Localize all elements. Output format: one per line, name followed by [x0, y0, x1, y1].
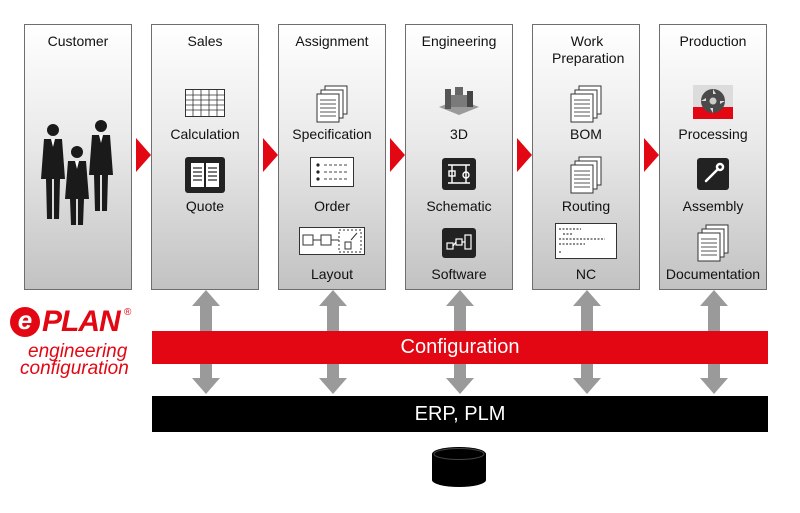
calculation-label: Calculation: [170, 126, 240, 142]
order-label: Order: [314, 198, 350, 214]
3d-model-icon: [439, 87, 479, 115]
stage-production: Production Processing Assembly Documenta…: [659, 24, 767, 290]
stage-title: Assignment: [295, 33, 369, 49]
stage-title: Customer: [47, 33, 109, 49]
configuration-band: Configuration: [152, 331, 768, 364]
routing-label: Routing: [561, 198, 611, 214]
documentation-icon: [697, 224, 729, 262]
eplan-logo: e PLAN ®: [10, 305, 132, 345]
specification-label: Specification: [292, 126, 372, 142]
stage-title: Production: [679, 33, 747, 49]
logo-plan-text: PLAN: [42, 305, 121, 338]
nc-label: NC: [575, 266, 597, 282]
software-icon: [442, 228, 476, 258]
order-list-icon: [310, 157, 354, 187]
flow-arrow: [136, 138, 151, 172]
stage-customer: Customer: [24, 24, 132, 290]
layout-label: Layout: [310, 266, 354, 282]
processing-label: Processing: [678, 126, 748, 142]
logo-registered: ®: [124, 307, 132, 318]
flow-arrow: [263, 138, 278, 172]
logo-e-mark: e: [10, 307, 40, 337]
logo-line-engineering: engineering: [28, 341, 128, 362]
specification-documents-icon: [316, 85, 348, 123]
stage-assignment: Assignment Specification Order Layout: [278, 24, 386, 290]
erp-plm-band: ERP, PLM: [152, 396, 768, 432]
stage-work-preparation: Work Preparation BOM Routing NC: [532, 24, 640, 290]
3d-label: 3D: [450, 126, 468, 142]
stage-engineering: Engineering 3D Schematic Software: [405, 24, 513, 290]
configuration-label: Configuration: [400, 336, 520, 358]
quote-label: Quote: [185, 198, 225, 214]
erp-plm-label: ERP, PLM: [414, 403, 506, 425]
wrench-icon: [697, 158, 729, 190]
documentation-label: Documentation: [665, 266, 761, 282]
flow-arrow: [390, 138, 405, 172]
flow-arrow: [517, 138, 532, 172]
routing-documents-icon: [570, 156, 602, 194]
assembly-label: Assembly: [682, 198, 744, 214]
database-icon: [432, 447, 486, 487]
stage-sales: Sales Calculation Quote: [151, 24, 259, 290]
software-label: Software: [431, 266, 487, 282]
stage-title: Sales: [187, 33, 223, 49]
stage-title: Work Preparation: [552, 33, 625, 66]
bom-label: BOM: [570, 126, 602, 142]
saw-blade-icon: [693, 85, 733, 119]
spreadsheet-icon: [185, 89, 225, 117]
nc-code-icon: [555, 223, 617, 259]
flow-arrow: [644, 138, 659, 172]
logo-line-configuration: configuration: [20, 358, 129, 379]
bom-documents-icon: [570, 85, 602, 123]
customers-icon: [41, 120, 113, 225]
quote-document-icon: [185, 157, 225, 193]
schematic-label: Schematic: [426, 198, 492, 214]
stage-title: Engineering: [421, 33, 497, 49]
layout-diagram-icon: [299, 227, 365, 255]
schematic-icon: [442, 158, 476, 190]
